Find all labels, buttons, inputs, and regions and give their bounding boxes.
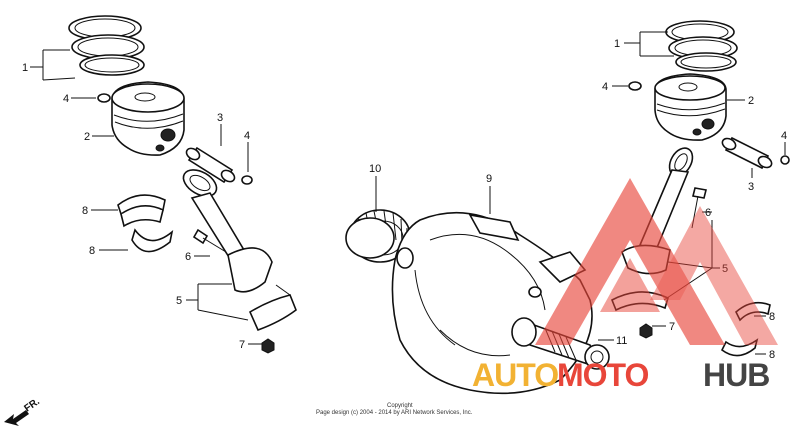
- watermark-text-moto: MOTO: [557, 357, 649, 393]
- watermark-triangle-outer: [535, 178, 725, 345]
- right-rod-nut: [639, 323, 653, 339]
- left-rod-nut: [261, 338, 275, 354]
- left-piston-clip: [97, 93, 111, 103]
- watermark-logo: [535, 178, 778, 345]
- left-bearing-upper: [117, 194, 166, 228]
- right-piston-clip: [628, 81, 642, 91]
- left-pin-clip: [241, 175, 253, 185]
- left-callout-4b: 4: [244, 130, 250, 142]
- left-rod-bolt: [192, 228, 227, 253]
- right-rod-bolt: [691, 187, 707, 229]
- watermark-triangle-right: [650, 206, 778, 345]
- left-callout-lines: [30, 49, 262, 345]
- center-callout-lines: [375, 176, 614, 341]
- right-callout-1: 1: [614, 38, 620, 50]
- center-callout-11: 11: [616, 335, 627, 347]
- left-rod-cap: [248, 284, 297, 332]
- left-piston-pin: [185, 146, 236, 184]
- left-callout-6: 6: [185, 251, 191, 263]
- right-piston-rings: [665, 20, 738, 72]
- watermark-triangle-inner: [600, 258, 660, 312]
- left-callout-8b: 8: [89, 245, 95, 257]
- left-bearing-lower: [131, 228, 174, 253]
- left-callout-3: 3: [217, 112, 223, 124]
- right-piston-pin: [721, 136, 773, 170]
- center-callout-10: 10: [369, 163, 381, 175]
- right-callout-6: 6: [705, 207, 711, 219]
- watermark-text-hub: HUB: [703, 357, 769, 393]
- left-callout-4a: 4: [63, 93, 69, 105]
- right-callout-8b: 8: [769, 349, 775, 361]
- right-piston: [654, 73, 727, 141]
- right-callout-3: 3: [748, 181, 754, 193]
- left-callout-2: 2: [84, 131, 90, 143]
- left-connecting-rod: [182, 169, 273, 293]
- left-callout-5: 5: [176, 295, 182, 307]
- copyright-title: Copyright: [387, 403, 413, 409]
- right-bearing-lower: [720, 338, 759, 357]
- left-callout-1: 1: [22, 62, 28, 74]
- right-callout-7: 7: [669, 321, 675, 333]
- right-pin-clip: [780, 155, 790, 165]
- left-piston: [111, 81, 185, 156]
- front-direction-marker: FR.: [4, 396, 42, 426]
- right-callout-4a: 4: [602, 81, 608, 93]
- right-callout-5: 5: [722, 263, 728, 275]
- right-callout-4b: 4: [781, 130, 787, 142]
- needle-bearing: [345, 209, 411, 263]
- watermark-text-auto: AUTO: [472, 357, 558, 393]
- left-callout-8a: 8: [82, 205, 88, 217]
- center-callout-9: 9: [486, 173, 492, 185]
- copyright-line: Page design (c) 2004 - 2014 by ARI Netwo…: [316, 410, 473, 416]
- right-bearing-upper: [735, 301, 771, 322]
- left-piston-rings: [68, 15, 145, 76]
- right-callout-8a: 8: [769, 311, 775, 323]
- left-callout-7: 7: [239, 339, 245, 351]
- right-callout-2: 2: [748, 95, 754, 107]
